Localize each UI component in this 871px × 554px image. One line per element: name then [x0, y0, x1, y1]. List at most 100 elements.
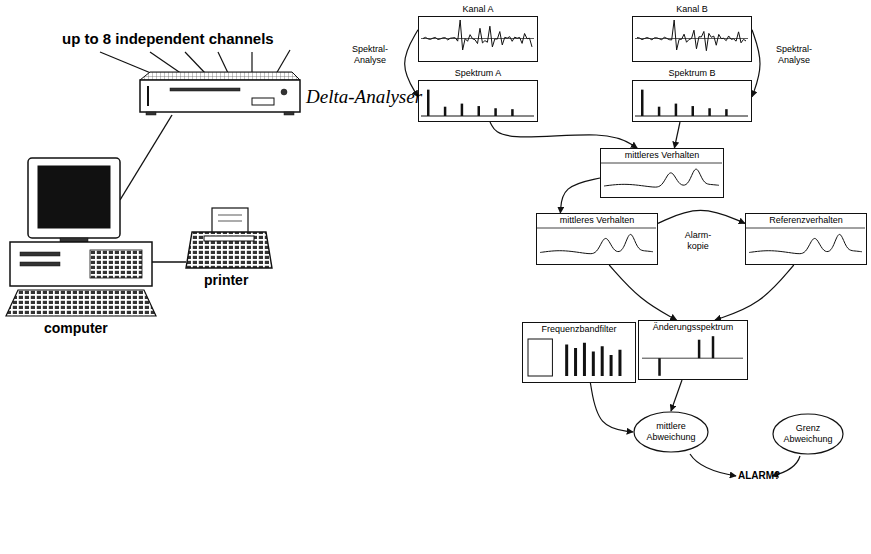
- flow-arrow: [560, 178, 600, 213]
- ellipse-outline: [773, 414, 843, 454]
- device-label: printer: [204, 272, 248, 288]
- limit-ellipse: Grenz Abweichung: [772, 413, 844, 455]
- channels-label: up to 8 independent channels: [62, 30, 274, 47]
- printer-picture: [218, 215, 242, 216]
- plot-area: [633, 81, 750, 120]
- average-box: mittleres Verhalten: [600, 148, 724, 198]
- alarm-label: ALARM?: [738, 470, 780, 481]
- plot-area: [633, 17, 750, 60]
- box-heading: Referenzverhalten: [746, 215, 866, 226]
- connection-cables: [120, 115, 186, 262]
- average-curve: [540, 234, 653, 253]
- alarm-leader-arrows: [690, 454, 736, 476]
- flow-arrow: [752, 30, 760, 97]
- plot-area: [639, 334, 746, 378]
- filter-band: [565, 345, 568, 377]
- plot-area: [523, 336, 634, 381]
- flow-arrow: [590, 383, 633, 432]
- spectrum-box: Spektrum A: [418, 68, 538, 122]
- plot-area: [601, 162, 722, 196]
- flow-arrow: [658, 210, 745, 223]
- computer-picture: [20, 252, 60, 256]
- channel-wires: [276, 50, 290, 74]
- analyser-device: [140, 72, 300, 115]
- plot-curve: [746, 228, 865, 254]
- change-peak: [712, 336, 715, 358]
- computer-picture: [28, 158, 120, 238]
- spectral-line: [708, 108, 711, 116]
- computer-picture: [6, 290, 156, 316]
- filter-band: [583, 343, 586, 376]
- change-peak: [658, 358, 661, 376]
- connection-cables: [120, 115, 172, 200]
- plot-curve: [421, 20, 534, 50]
- ellipse-text-area: mittlere Abweichung: [633, 411, 709, 453]
- change-spectrum-box: Änderungsspektrum: [638, 320, 748, 380]
- box-heading: Kanal A: [418, 4, 538, 15]
- flow-arrow: [671, 380, 682, 411]
- spectral-line: [658, 107, 661, 116]
- channel-wires: [251, 52, 252, 73]
- edge-label: Spektral- Analyse: [346, 44, 394, 66]
- device-label: computer: [44, 320, 108, 336]
- signal-box: Kanal B: [632, 4, 752, 62]
- analyser-device: [284, 112, 294, 115]
- plot-frame: [418, 16, 538, 62]
- device-name: Delta-Analyser: [306, 86, 422, 108]
- filter-band: [618, 350, 621, 376]
- printer-picture: [218, 221, 242, 222]
- box-heading: mittleres Verhalten: [537, 215, 657, 226]
- change-peak: [698, 340, 701, 358]
- box-heading: Spektrum A: [418, 68, 538, 79]
- plot-area: [419, 17, 536, 60]
- spectrum-box: Spektrum B: [632, 68, 752, 122]
- divider-line: [746, 228, 865, 229]
- analyser-device: [146, 112, 156, 115]
- ellipse-text-area: Grenz Abweichung: [772, 413, 844, 455]
- average-curve: [749, 234, 862, 253]
- divider-line: [537, 228, 656, 229]
- plot-frame: [418, 80, 538, 122]
- box-heading: mittleres Verhalten: [601, 150, 723, 161]
- signal-trace: [637, 20, 746, 51]
- filter-band: [610, 355, 613, 376]
- ellipse-label: mittlere Abweichung: [642, 421, 700, 443]
- analyser-device: [252, 98, 274, 105]
- filter-band: [574, 348, 577, 376]
- average-box: mittleres Verhalten: [536, 213, 658, 265]
- plot-area: [419, 81, 536, 120]
- plot-curve: [635, 20, 748, 51]
- spectral-line: [478, 106, 481, 116]
- box-heading: Spektrum B: [632, 68, 752, 79]
- plot-curve: [642, 336, 743, 376]
- spectral-line: [444, 107, 447, 116]
- divider-line: [601, 163, 722, 164]
- computer-picture: [38, 166, 110, 228]
- band-outline: [528, 339, 552, 376]
- spectral-line: [725, 109, 728, 116]
- filter-band: [601, 346, 604, 376]
- printer-picture: [186, 232, 272, 268]
- plot-curve: [635, 90, 748, 116]
- analyser-device: [281, 89, 287, 95]
- channel-wires: [150, 52, 182, 74]
- analyser-device: [170, 88, 240, 91]
- plot-curve: [421, 90, 534, 116]
- computer-picture: [20, 262, 60, 266]
- signal-trace: [423, 20, 532, 50]
- computer-picture: [6, 158, 156, 316]
- result-ellipse: mittlere Abweichung: [633, 411, 709, 453]
- filter-box: Frequenzbandfilter: [522, 322, 636, 383]
- spectral-line: [675, 104, 678, 116]
- plot-area: [746, 227, 865, 263]
- channel-wires: [218, 52, 228, 73]
- spectral-line: [427, 90, 430, 116]
- printer-picture: [204, 236, 254, 241]
- spectral-line: [511, 109, 514, 116]
- plot-frame: [632, 80, 752, 122]
- ellipse-outline: [634, 412, 708, 452]
- reference-box: Referenzverhalten: [745, 213, 867, 265]
- edge-label: Spektral- Analyse: [770, 44, 818, 66]
- computer-picture: [10, 242, 152, 286]
- analyser-device: [140, 72, 300, 80]
